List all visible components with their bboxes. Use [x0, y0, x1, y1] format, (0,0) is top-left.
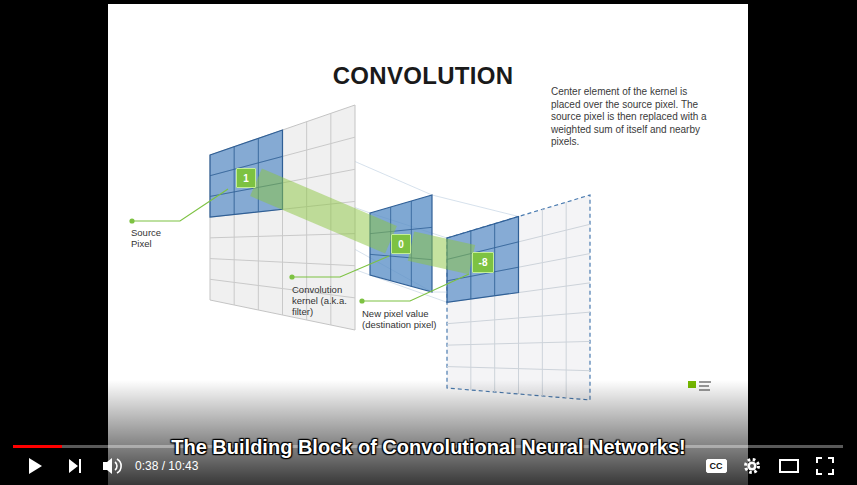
volume-icon — [103, 458, 112, 474]
source-pixel-value: 1 — [236, 168, 256, 188]
leader-dot — [289, 274, 294, 279]
slide-title: CONVOLUTION — [303, 62, 543, 90]
callout-label: Source Pixel — [131, 227, 173, 249]
leader-line — [292, 256, 389, 277]
leader-line — [132, 189, 228, 221]
player-controls — [29, 458, 833, 474]
callout-label: Convolution kernel (a.k.a. filter) — [292, 284, 360, 317]
video-caption: The Building Block of Convolutional Neur… — [0, 436, 857, 459]
leader-line — [362, 274, 469, 301]
next-icon-bar — [79, 459, 81, 473]
settings-hole — [750, 464, 754, 468]
next-icon — [69, 459, 78, 473]
grid-line — [447, 312, 590, 324]
grid-line — [447, 367, 590, 371]
kernel-grid-line — [494, 224, 495, 296]
grid-line — [494, 224, 495, 392]
grid-line — [258, 138, 259, 310]
destination-image-grid — [447, 195, 590, 400]
settings-icon — [747, 461, 756, 470]
callout-label: New pixel value (destination pixel) — [362, 308, 438, 330]
leader-dot — [129, 218, 134, 223]
controls-shade — [0, 380, 857, 485]
node-text: 1 — [243, 173, 249, 184]
grid-line — [210, 259, 355, 266]
progress-played — [13, 445, 62, 448]
kernel-center-value: 0 — [391, 234, 411, 254]
cc-button: CC — [706, 459, 727, 473]
settings-teeth — [746, 460, 759, 473]
kernel-grid-line — [258, 138, 259, 212]
time-display: 0:38 / 10:43 — [135, 459, 245, 473]
destination-grid-plane — [447, 195, 590, 400]
projection-line — [432, 195, 519, 217]
node-text: -8 — [479, 257, 488, 268]
convolution-beam — [256, 182, 391, 239]
note-text: Center element of the kernel is placed o… — [551, 86, 713, 149]
node-text: 0 — [398, 239, 404, 250]
volume-wave — [115, 462, 117, 470]
grid-line — [542, 209, 543, 396]
grid-line — [234, 147, 235, 305]
fullscreen-icon — [817, 458, 833, 474]
node-text: CC — [710, 461, 723, 471]
grid-line — [566, 202, 567, 398]
kernel-grid-line — [234, 147, 235, 215]
theater-icon — [780, 460, 798, 472]
destination-pixel-value: -8 — [472, 252, 494, 273]
play-icon — [29, 458, 42, 474]
grid-line — [447, 341, 590, 345]
convolution-planes — [210, 105, 590, 400]
grid-line — [210, 234, 355, 238]
leader-dot — [359, 298, 364, 303]
convolution-beam — [411, 246, 472, 259]
volume-wave — [117, 459, 121, 473]
